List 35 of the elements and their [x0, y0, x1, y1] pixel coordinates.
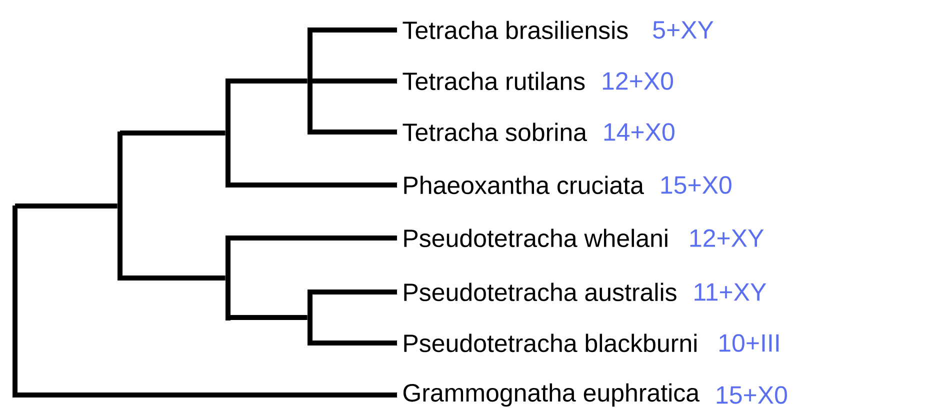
taxon-label: Pseudotetracha whelani	[404, 228, 668, 248]
branch-line	[228, 182, 397, 188]
taxon-label: Tetracha rutilans	[402, 72, 585, 90]
karyotype-label: 10+III	[720, 334, 779, 352]
karyotype-label: 5+XY	[653, 21, 714, 39]
clade-bar	[308, 28, 312, 134]
karyotype-label: 11+XY	[694, 283, 766, 301]
clade-bar	[118, 132, 123, 280]
branch-line	[15, 204, 118, 208]
clade-bar	[226, 78, 230, 188]
taxon-label: Grammognatha euphratica	[403, 383, 700, 407]
branch-line	[228, 235, 397, 240]
branch-line	[310, 28, 397, 32]
branch-line	[310, 78, 397, 84]
branch-line	[310, 290, 397, 294]
branch-line	[120, 130, 226, 136]
karyotype-label: 14+X0	[604, 123, 674, 141]
clade-bar	[12, 206, 18, 398]
taxon-label: Tetracha sobrina	[402, 122, 587, 142]
branch-line	[310, 130, 397, 134]
branch-line	[228, 78, 308, 84]
taxon-label: Tetracha brasiliensis	[402, 20, 628, 40]
taxon-label: Phaeoxantha cruciata	[404, 176, 644, 194]
karyotype-label: 12+XY	[690, 229, 764, 247]
taxon-label: Pseudotetracha blackburni	[404, 334, 696, 352]
branch-line	[120, 275, 226, 280]
taxon-label: Pseudotetracha australis	[404, 282, 676, 302]
clade-bar	[308, 289, 312, 346]
karyotype-label: 15+X0	[661, 176, 732, 194]
branch-line	[15, 392, 397, 398]
karyotype-label: 15+X0	[716, 386, 787, 404]
karyotype-label: 12+X0	[602, 72, 674, 90]
clade-bar	[226, 236, 230, 320]
branch-line	[310, 340, 397, 346]
branch-line	[228, 314, 308, 320]
